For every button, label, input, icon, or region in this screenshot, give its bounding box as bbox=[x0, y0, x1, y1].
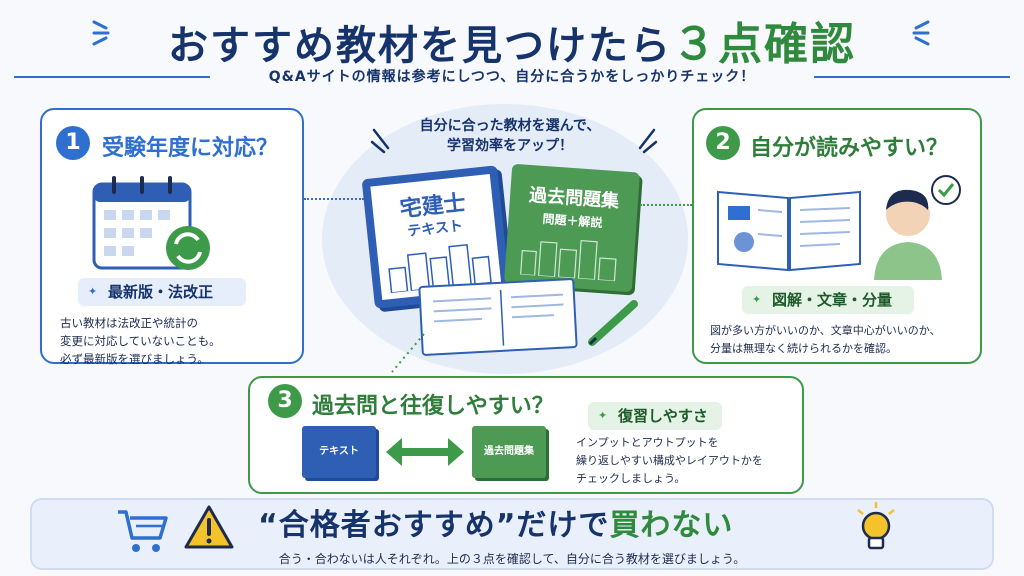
workbook-illustration: 過去問題集 問題＋解説 bbox=[503, 163, 641, 293]
checkpoint-card-2: 2 自分が読みやすい？ ✦ 図解・文章・分量 図が多い方がいいのか、文章中心がい… bbox=[692, 108, 982, 364]
warning-banner bbox=[30, 498, 994, 570]
checkpoint-card-1: 1 受験年度に対応？ ✦ 最新版・法改正 古い教材は法改正や統計の 変更に対応し… bbox=[40, 108, 304, 366]
pill-sparkle-icon: ✦ bbox=[598, 409, 608, 422]
workbook-skyline-icon bbox=[519, 240, 617, 282]
warning-icon bbox=[184, 505, 234, 549]
checkpoint-body-1: 古い教材は法改正や統計の 変更に対応していないことも。 必ず最新版を選びましょう… bbox=[60, 314, 221, 368]
checkpoint-body-1-line: 古い教材は法改正や統計の bbox=[60, 316, 198, 330]
open-book-lines-icon bbox=[433, 289, 564, 346]
checkpoint-body-1-line: 変更に対応していないことも。 bbox=[60, 334, 221, 348]
checkpoint-pill-2: ✦ 図解・文章・分量 bbox=[742, 286, 914, 314]
shopping-cart-icon bbox=[118, 510, 168, 552]
double-arrow-icon bbox=[386, 438, 464, 466]
thinking-person-icon bbox=[874, 175, 961, 280]
subtitle-rule-right bbox=[814, 76, 1010, 78]
checkpoint-pill-label-3: 復習しやすさ bbox=[618, 407, 708, 425]
center-caption-line2: 学習効率をアップ！ bbox=[447, 138, 573, 154]
checkpoint-pill-3: ✦ 復習しやすさ bbox=[588, 402, 722, 430]
mini-textbook-icon: テキスト bbox=[302, 426, 376, 478]
open-book-illustration bbox=[418, 277, 578, 357]
checkpoint-body-3-line: 繰り返しやすい構成やレイアウトかを bbox=[576, 454, 763, 467]
checkpoint-title-2: 自分が読みやすい？ bbox=[750, 136, 949, 161]
right-sparkle-icon bbox=[912, 20, 930, 46]
banner-title: “合格者おすすめ”だけで買わない bbox=[258, 500, 733, 544]
page-subtitle: Q&Aサイトの情報は参考にしつつ、自分に合うかをしっかりチェック！ bbox=[268, 69, 756, 85]
checkpoint-title-1: 受験年度に対応？ bbox=[102, 136, 279, 161]
calendar-refresh-icon bbox=[92, 176, 210, 270]
banner-subtext: 合う・合わないは人それぞれ。上の３点を確認して、自分に合う教材を選びましょう。 bbox=[278, 552, 746, 566]
connector-card3 bbox=[391, 333, 425, 373]
connector-card1 bbox=[304, 198, 364, 200]
center-burst-right-icon bbox=[638, 128, 658, 154]
checkpoint-pill-label-2: 図解・文章・分量 bbox=[772, 291, 893, 309]
checkpoint-body-3: インプットとアウトプットを 繰り返しやすい構成やレイアウトかを チェックしましょ… bbox=[576, 434, 763, 488]
checkpoint-body-2: 図が多い方がいいのか、文章中心がいいのか、 分量は無理なく続けられるかを確認。 bbox=[710, 322, 941, 358]
pill-sparkle-icon: ✦ bbox=[88, 285, 98, 298]
checkpoint-pill-1: ✦ 最新版・法改正 bbox=[78, 278, 246, 306]
pill-sparkle-icon: ✦ bbox=[752, 293, 762, 306]
open-book-diagram-icon bbox=[717, 190, 861, 272]
checkpoint-body-2-line: 分量は無理なく続けられるかを確認。 bbox=[710, 342, 897, 355]
checkpoint-body-1-line: 必ず最新版を選びましょう。 bbox=[60, 352, 209, 366]
banner-title-accent: 買わない bbox=[609, 508, 734, 543]
connector-card2 bbox=[640, 204, 692, 206]
left-sparkle-icon bbox=[92, 20, 110, 46]
checkpoint-card-3: 3 過去問と往復しやすい？ テキスト 過去問題集 ✦ 復習しやすさ インプットと… bbox=[248, 376, 804, 494]
center-burst-left-icon bbox=[370, 128, 390, 154]
center-caption-line1: 自分に合った教材を選んで、 bbox=[419, 118, 601, 134]
checkpoint-body-3-line: チェックしましょう。 bbox=[576, 472, 686, 485]
banner-title-main: “合格者おすすめ”だけで bbox=[258, 508, 610, 543]
checkpoint-pill-label-1: 最新版・法改正 bbox=[108, 283, 214, 301]
page-title: おすすめ教材を見つけたら３点確認 bbox=[0, 8, 1024, 72]
center-caption: 自分に合った教材を選んで、 学習効率をアップ！ bbox=[390, 116, 630, 156]
checkpoint-number-2: 2 bbox=[706, 126, 740, 160]
mini-workbook-icon: 過去問題集 bbox=[472, 426, 546, 478]
checkpoint-body-3-line: インプットとアウトプットを bbox=[576, 436, 719, 449]
lightbulb-icon bbox=[857, 502, 895, 550]
subtitle-rule-left bbox=[14, 76, 210, 78]
checkpoint-number-1: 1 bbox=[56, 126, 90, 160]
checkpoint-body-2-line: 図が多い方がいいのか、文章中心がいいのか、 bbox=[710, 324, 941, 337]
pen-icon bbox=[588, 300, 638, 346]
page-title-main: おすすめ教材を見つけたら bbox=[168, 23, 672, 69]
page-title-accent: ３点確認 bbox=[672, 19, 856, 70]
checkpoint-title-3: 過去問と往復しやすい？ bbox=[312, 394, 554, 419]
checkpoint-number-3: 3 bbox=[268, 384, 302, 418]
